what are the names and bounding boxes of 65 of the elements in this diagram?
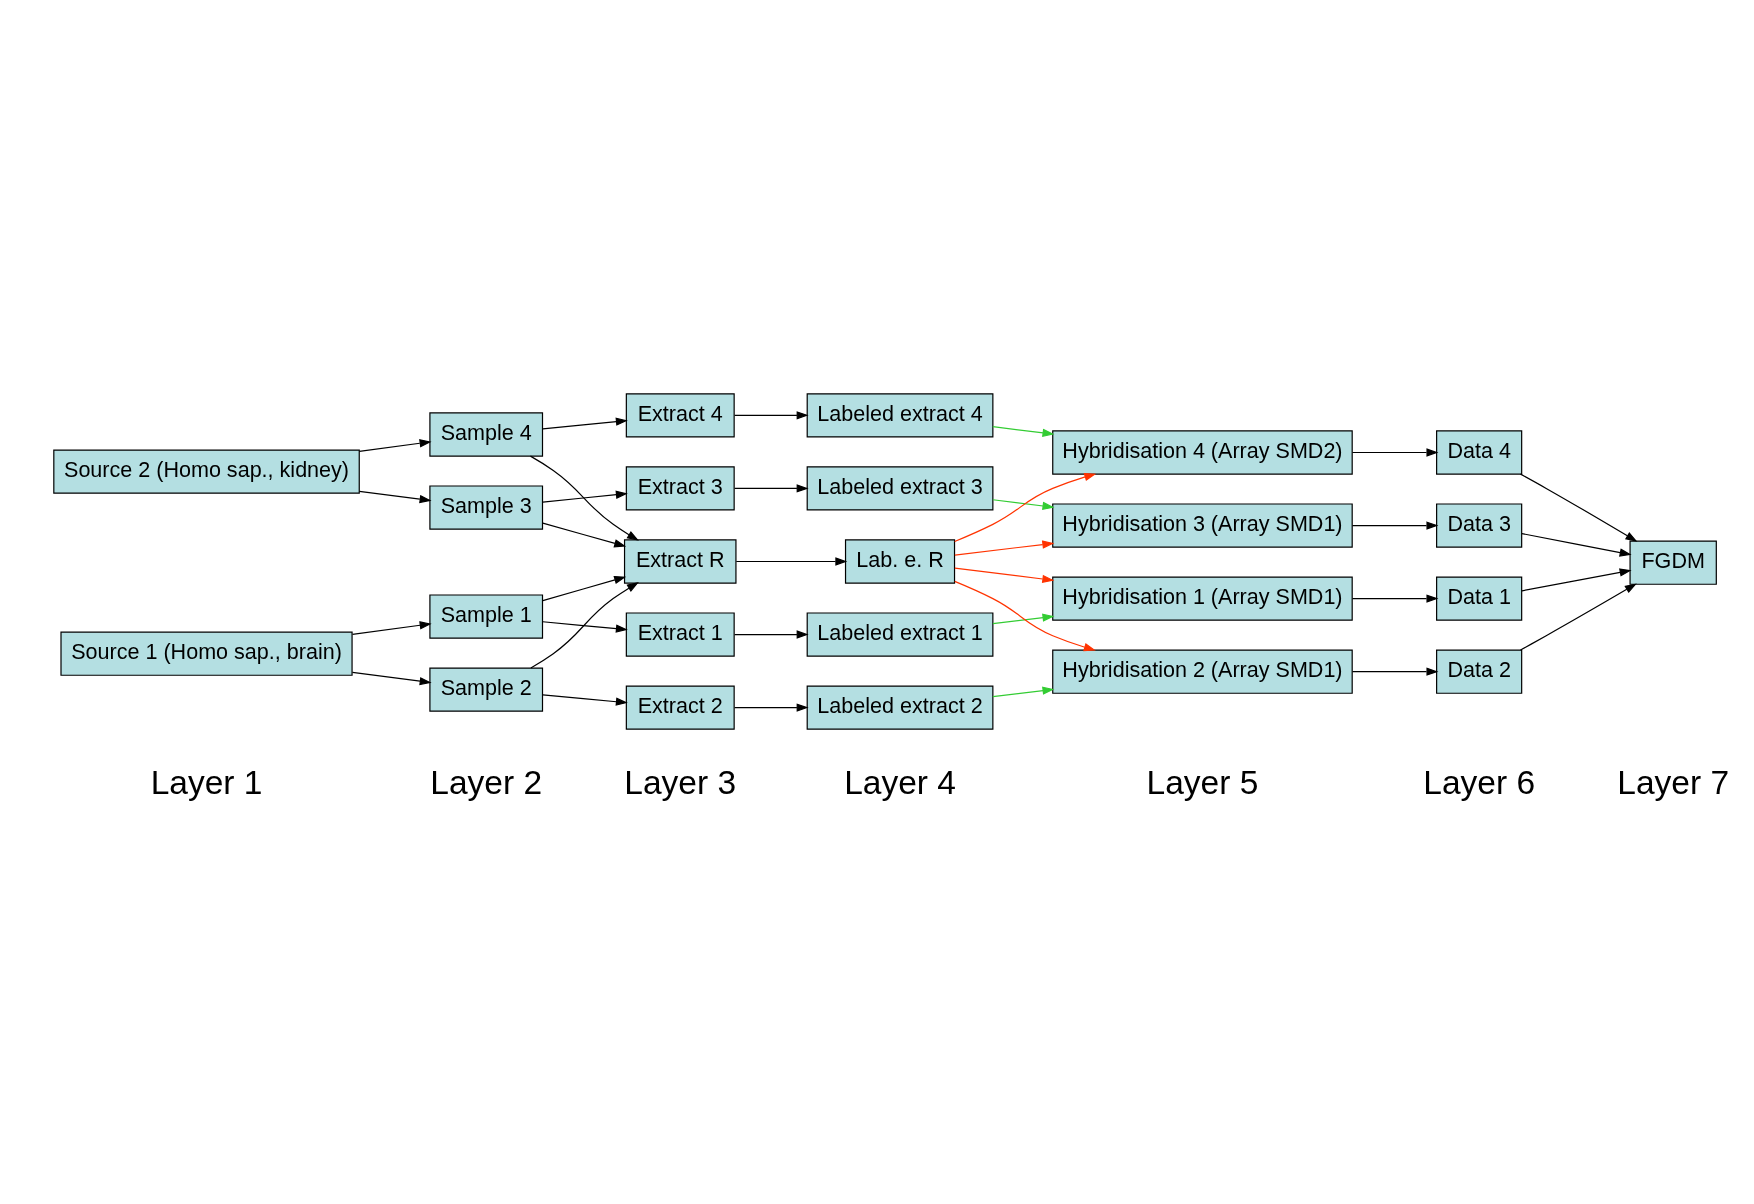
node-box: Sample 3 — [429, 484, 544, 530]
arrow — [542, 693, 628, 706]
node-box: Extract 2 — [625, 684, 735, 730]
arrow — [351, 620, 432, 635]
arrow — [358, 490, 432, 503]
node-box: Extract R — [623, 538, 737, 584]
label: Layer 5 — [1146, 763, 1259, 801]
arrow — [530, 581, 639, 668]
arrow — [1351, 593, 1439, 603]
node-box: Data 1 — [1436, 575, 1523, 621]
arrow — [351, 671, 432, 685]
label: Layer 2 — [430, 763, 543, 801]
arrow — [358, 438, 432, 452]
node-box: Data 4 — [1436, 429, 1523, 475]
arrow — [542, 575, 627, 601]
node-box: Extract 3 — [625, 465, 735, 511]
arrow — [1351, 447, 1439, 457]
node-box: Hybridisation 3 (Array SMD1) — [1052, 502, 1353, 548]
arrow — [954, 539, 1055, 556]
node-box: Source 2 (Homo sap., kidney) — [53, 449, 360, 494]
arrow — [1521, 532, 1632, 557]
node-box: Extract 4 — [625, 392, 735, 437]
node-box: Labeled extract 2 — [806, 684, 994, 730]
node-box: Sample 1 — [429, 593, 544, 639]
label: Layer 3 — [624, 763, 737, 801]
node-box: Source 1 (Homo sap., brain) — [60, 631, 353, 676]
node-box: Data 2 — [1436, 649, 1523, 694]
arrow — [954, 567, 1055, 583]
arrow — [1521, 567, 1632, 591]
label: Layer 7 — [1617, 763, 1730, 801]
arrow — [992, 612, 1055, 624]
arrow — [734, 410, 809, 420]
node-box: Hybridisation 4 (Array SMD2) — [1052, 429, 1353, 475]
arrow — [954, 580, 1096, 651]
arrow — [735, 556, 848, 566]
arrow — [542, 522, 627, 547]
arrow — [992, 498, 1055, 510]
node-box: Hybridisation 2 (Array SMD1) — [1052, 649, 1353, 694]
node-box: Sample 4 — [429, 411, 544, 457]
arrow — [529, 455, 639, 541]
arrow — [1351, 520, 1439, 530]
arrow — [992, 425, 1055, 437]
arrow — [954, 472, 1097, 542]
node-box: Data 3 — [1436, 502, 1523, 548]
arrow — [542, 416, 628, 430]
arrow — [542, 490, 628, 503]
arrow — [1519, 582, 1637, 651]
label: Layer 1 — [150, 763, 263, 801]
arrow — [542, 620, 628, 633]
node-box: Labeled extract 4 — [806, 392, 994, 437]
label: Layer 4 — [844, 763, 956, 801]
arrow — [734, 702, 809, 712]
node-box: Lab. e. R — [844, 538, 956, 584]
node-box: Labeled extract 3 — [806, 465, 994, 511]
node-box: Hybridisation 1 (Array SMD1) — [1052, 575, 1353, 621]
arrow — [1519, 473, 1638, 542]
arrow — [992, 686, 1055, 697]
arrow — [734, 629, 809, 639]
label: Layer 6 — [1423, 763, 1536, 801]
node-box: Sample 2 — [429, 667, 544, 712]
arrow — [734, 483, 809, 493]
node-box: FGDM — [1629, 540, 1717, 585]
node-box: Extract 1 — [625, 611, 735, 657]
node-box: Labeled extract 1 — [806, 611, 994, 657]
arrow — [1351, 666, 1439, 676]
